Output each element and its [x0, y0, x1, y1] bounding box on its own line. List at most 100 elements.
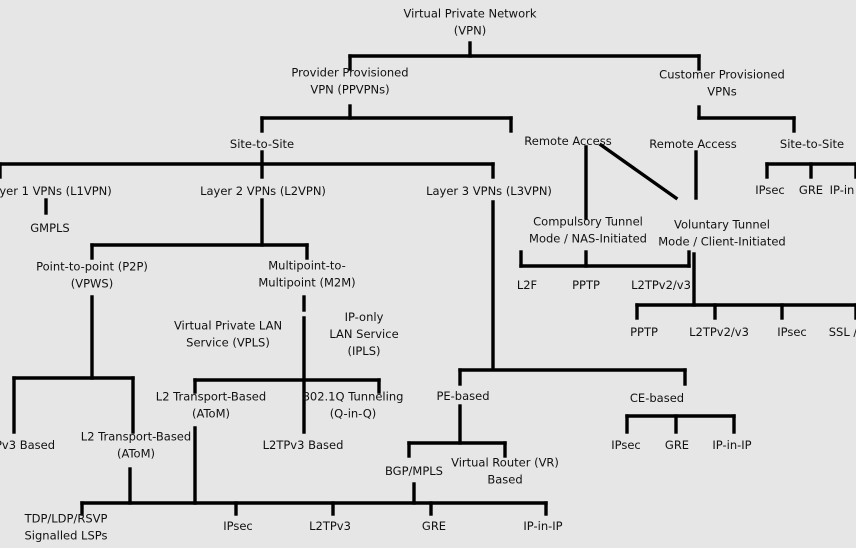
node-label-line: L2TPv3: [309, 519, 351, 533]
node-vol-l2tp: L2TPv2/v3: [689, 325, 749, 339]
node-label-line: IP-in-IP: [712, 438, 751, 452]
node-ce-ipsec: IPsec: [611, 438, 641, 452]
node-label-line: Site-to-Site: [780, 137, 844, 151]
node-label-line: CE-based: [630, 391, 684, 405]
node-label-line: PE-based: [436, 389, 489, 403]
node-label-line: (AToM): [117, 447, 155, 461]
node-label-line: IPsec: [755, 183, 785, 197]
node-label-line: L2 Transport-Based: [81, 430, 191, 444]
node-label-line: Virtual Router (VR): [451, 456, 559, 470]
node-cp-gre: GRE: [799, 183, 823, 197]
node-label-line: GMPLS: [30, 221, 69, 235]
node-label-line: Virtual Private Network: [404, 7, 537, 21]
node-l2tpv3-p2p: Pv3 Based: [0, 438, 55, 452]
node-vpn: Virtual Private Network (VPN): [404, 7, 537, 38]
node-label-line: (Q-in-Q): [330, 407, 377, 421]
connector-lines: [0, 41, 856, 516]
node-label-line: L2TPv2/v3: [689, 325, 749, 339]
node-label-line: Compulsory Tunnel: [533, 215, 643, 229]
node-bgp-mpls: BGP/MPLS: [385, 464, 443, 478]
node-l2f: L2F: [517, 278, 537, 292]
node-label-line: VPN (PPVPNs): [310, 83, 389, 97]
node-cp-ipsec: IPsec: [755, 183, 785, 197]
node-labels: Virtual Private Network (VPN) Provider Pro…: [0, 7, 856, 543]
node-b-gre: GRE: [422, 519, 446, 533]
node-remote-access-pp: Remote Access: [524, 134, 611, 148]
node-vol-ipsec: IPsec: [777, 325, 807, 339]
node-label-line: Multipoint-to-: [268, 259, 346, 273]
node-vol-pptp: PPTP: [630, 325, 658, 339]
node-label-line: VPNs: [707, 85, 736, 99]
node-ce-ipinip: IP-in-IP: [712, 438, 751, 452]
node-label-line: BGP/MPLS: [385, 464, 443, 478]
node-gmpls: GMPLS: [30, 221, 69, 235]
node-b-l2tpv3: L2TPv3: [309, 519, 351, 533]
node-label-line: IPsec: [611, 438, 641, 452]
node-label-line: Virtual Private LAN: [174, 319, 282, 333]
node-qinq: 802.1Q Tunneling (Q-in-Q): [303, 390, 404, 421]
node-label-line: SSL /: [829, 325, 856, 339]
node-vol-ssl: SSL /: [829, 325, 856, 339]
node-l2vpn: Layer 2 VPNs (L2VPN): [200, 184, 326, 198]
node-label-line: Voluntary Tunnel: [674, 218, 770, 232]
node-label-line: PPTP: [572, 278, 600, 292]
node-remote-access-cp: Remote Access: [649, 137, 736, 151]
node-m2m: Multipoint-to- Multipoint (M2M): [258, 259, 355, 290]
node-vr: Virtual Router (VR) Based: [451, 456, 559, 487]
node-label-line: L2TPv3 Based: [263, 438, 344, 452]
node-b-ipsec: IPsec: [223, 519, 253, 533]
node-atom-vpls: L2 Transport-Based (AToM): [156, 390, 266, 421]
node-label-line: L2F: [517, 278, 537, 292]
node-label-line: Point-to-point (P2P): [36, 260, 148, 274]
node-label-line: ayer 1 VPNs (L1VPN): [0, 184, 112, 198]
node-label-line: (IPLS): [347, 344, 380, 358]
node-label-line: L2 Transport-Based: [156, 390, 266, 404]
node-label-line: Customer Provisioned: [659, 68, 785, 82]
node-label-line: IPsec: [777, 325, 807, 339]
node-ce-gre: GRE: [665, 438, 689, 452]
node-l2tpv3-based: L2TPv3 Based: [263, 438, 344, 452]
node-label-line: (AToM): [192, 407, 230, 421]
node-vpls: Virtual Private LAN Service (VPLS): [174, 319, 282, 350]
node-label-line: Signalled LSPs: [25, 529, 108, 543]
node-label-line: Provider Provisioned: [291, 66, 408, 80]
node-label-line: IPsec: [223, 519, 253, 533]
node-label-line: GRE: [422, 519, 446, 533]
node-comp-l2tp: L2TPv2/v3: [631, 278, 691, 292]
node-label-line: Remote Access: [524, 134, 611, 148]
node-label-line: L2TPv2/v3: [631, 278, 691, 292]
node-label-line: Layer 3 VPNs (L3VPN): [426, 184, 552, 198]
node-label-line: LAN Service: [329, 327, 398, 341]
node-label-line: Multipoint (M2M): [258, 276, 355, 290]
node-b-ipinip: IP-in-IP: [523, 519, 562, 533]
node-label-line: Layer 2 VPNs (L2VPN): [200, 184, 326, 198]
node-cp-ipin: IP-in: [830, 183, 855, 197]
node-label-line: Site-to-Site: [230, 137, 294, 151]
node-site-to-site: Site-to-Site: [230, 137, 294, 151]
node-label-line: IP-in-IP: [523, 519, 562, 533]
node-label-line: Remote Access: [649, 137, 736, 151]
node-atom-p2p: L2 Transport-Based (AToM): [81, 430, 191, 461]
node-label-line: Service (VPLS): [186, 336, 270, 350]
node-label-line: Based: [487, 473, 522, 487]
node-label-line: IP-in: [830, 183, 855, 197]
node-ce-based: CE-based: [630, 391, 684, 405]
node-site-to-site-cp: Site-to-Site: [780, 137, 844, 151]
node-label-line: (VPN): [454, 24, 486, 38]
node-label-line: IP-only: [345, 310, 384, 324]
node-label-line: Mode / NAS-Initiated: [529, 232, 647, 246]
node-label-line: (VPWS): [71, 277, 113, 291]
node-pe-based: PE-based: [436, 389, 489, 403]
node-label-line: 802.1Q Tunneling: [303, 390, 404, 404]
node-label-line: GRE: [665, 438, 689, 452]
node-label-line: PPTP: [630, 325, 658, 339]
node-label-line: GRE: [799, 183, 823, 197]
connector-line: [598, 142, 679, 201]
node-label-line: Pv3 Based: [0, 438, 55, 452]
